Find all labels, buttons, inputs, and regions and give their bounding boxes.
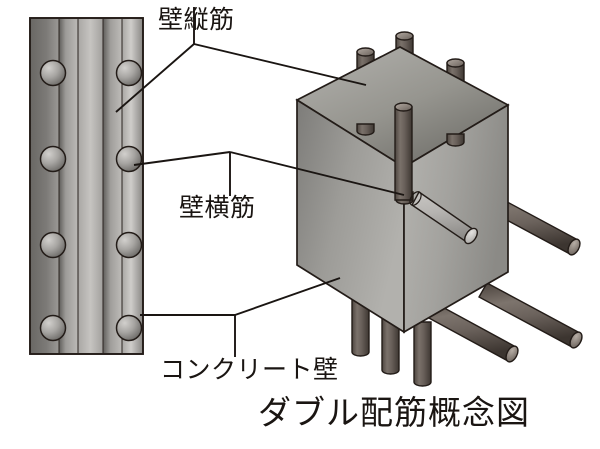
wall-band-4: [103, 19, 122, 353]
leader-vertical-rebar-branch-left: [115, 43, 195, 113]
top-rebar-4-cap: [446, 58, 465, 68]
front-rebar-cap: [463, 227, 479, 245]
label-concrete-wall: コンクリート壁: [160, 357, 339, 384]
rebar-section-r3: [115, 231, 143, 259]
label-wall-horizontal-rebar: 壁横筋: [179, 195, 256, 222]
top-rebar-4-foot: [446, 133, 465, 147]
wall-horizontal-rebar-sections: [39, 59, 143, 342]
top-vertical-rebars-front: [356, 102, 465, 205]
leader-lines: [115, 7, 405, 357]
diagram-title: ダブル配筋概念図: [258, 396, 530, 432]
wall-band-3: [78, 19, 103, 353]
label-wall-vertical-rebar: 壁縦筋: [158, 7, 235, 34]
rebar-section-l2: [39, 145, 67, 173]
bottom-rebar-2: [381, 311, 400, 375]
right-rebar-1-cap: [567, 238, 581, 256]
rebar-section-r4: [115, 314, 143, 342]
top-rebar-1-foot: [356, 123, 375, 136]
top-rebar-2-cap: [394, 102, 413, 112]
rebar-section-r2: [115, 145, 143, 173]
leader-concrete-wall-branch-right: [234, 277, 341, 316]
rebar-section-l3: [39, 231, 67, 259]
wall-band-2: [59, 19, 78, 353]
leader-vertical-rebar-branch-right: [193, 43, 367, 86]
front-face-rebar: [409, 190, 479, 245]
right-rebar-2-cap: [569, 331, 583, 349]
bottom-rebar-3: [413, 321, 432, 387]
front-rebar-back-edge: [409, 191, 422, 206]
rebar-section-l1: [39, 59, 67, 87]
top-rebar-2-body: [394, 106, 413, 201]
leader-horizontal-rebar-branch-right: [229, 151, 405, 196]
top-rebar-3-cap: [395, 31, 414, 41]
rebar-section-l4: [39, 314, 67, 342]
wall-cross-section: [29, 17, 144, 355]
bottom-rebar-1: [351, 299, 370, 357]
right-rebar-3-cap: [505, 345, 519, 363]
top-rebar-1-cap: [356, 47, 375, 57]
rebar-section-r1: [115, 59, 143, 87]
wall-panel-border: [29, 17, 144, 355]
leader-horizontal-rebar-branch-left: [133, 151, 231, 166]
bottom-vertical-rebars: [351, 299, 432, 387]
